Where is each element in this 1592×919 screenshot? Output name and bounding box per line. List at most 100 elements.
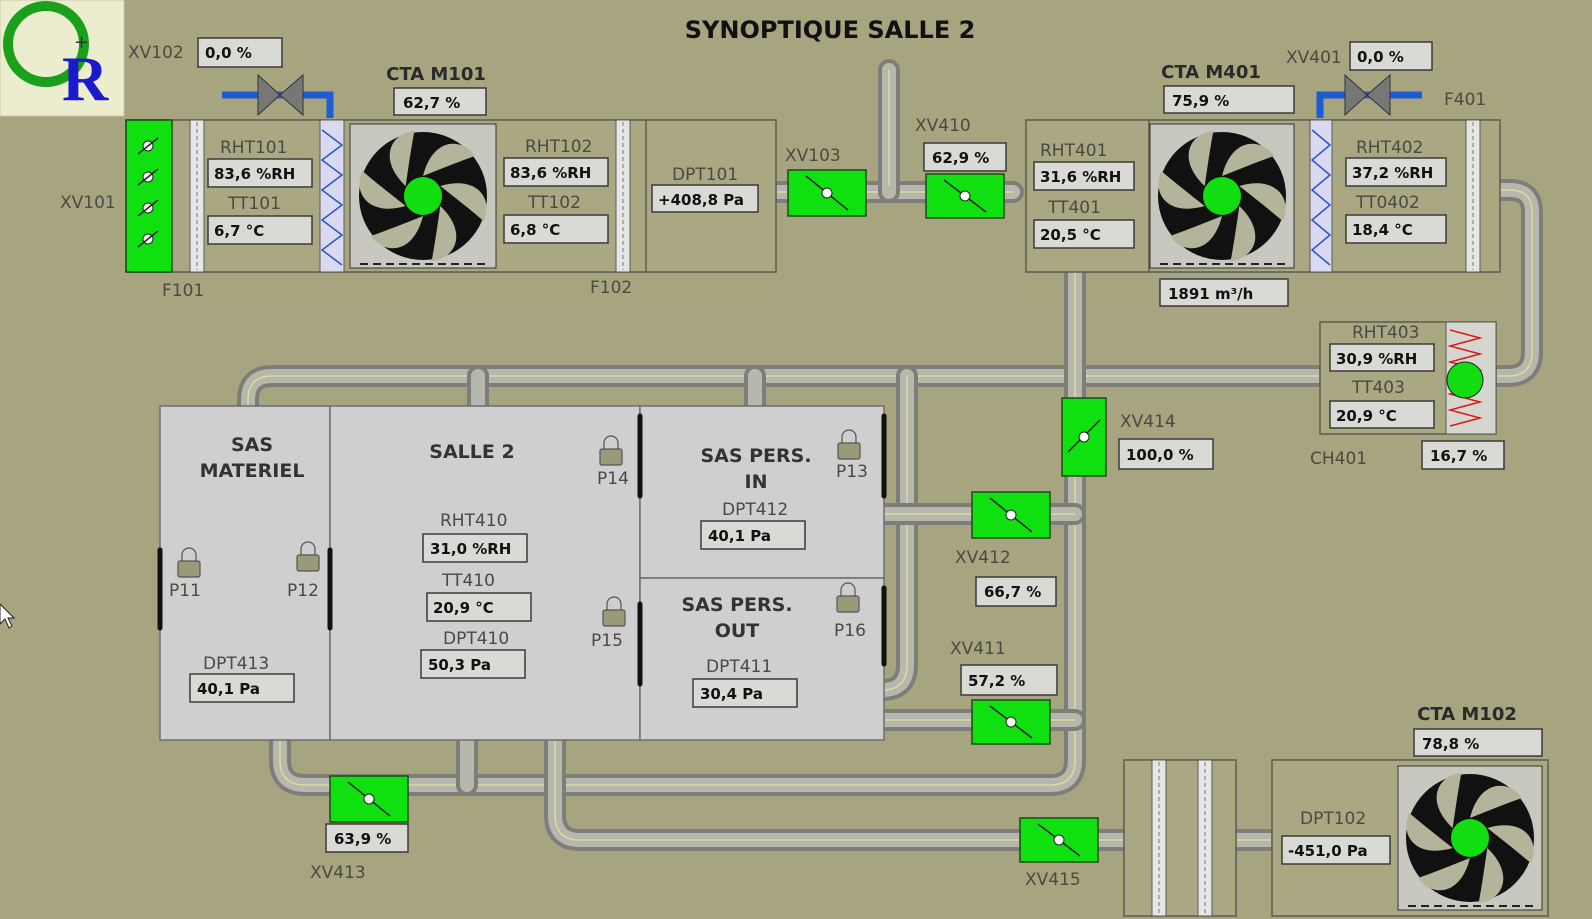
value-box-xv411	[960, 664, 1058, 696]
padlock-p16-icon	[836, 582, 860, 613]
damper-xv410[interactable]	[925, 173, 1005, 219]
valve-xv102[interactable]	[222, 73, 334, 118]
value-box-tt410	[426, 592, 532, 622]
label-p11: P11	[169, 581, 201, 601]
page-title: SYNOPTIQUE SALLE 2	[685, 16, 976, 44]
filter-f401	[1465, 119, 1481, 273]
value-box-dpt412	[700, 520, 806, 550]
label-p15: P15	[591, 631, 623, 651]
label-f102: F102	[590, 278, 632, 298]
label-f101: F101	[162, 281, 204, 301]
damper-xv103[interactable]	[787, 169, 867, 217]
value-box-cta-m401	[1163, 85, 1295, 114]
value-dpt413: 40,1 Pa	[197, 680, 260, 698]
label-p12: P12	[287, 581, 319, 601]
value-box-rht403	[1329, 343, 1435, 372]
value-box-rht101	[207, 158, 313, 188]
label-xv414: XV414	[1120, 412, 1176, 432]
filter-f102	[615, 119, 631, 273]
label-dpt411: DPT411	[706, 657, 772, 677]
label-tt401: TT401	[1047, 198, 1101, 218]
label-dpt101: DPT101	[672, 165, 738, 185]
value-box-tt102	[503, 214, 609, 244]
value-box-dpt411	[692, 678, 798, 708]
damper-xv411[interactable]	[971, 699, 1051, 745]
value-cta-m401: 75,9 %	[1172, 92, 1229, 110]
fan-m102-icon	[1397, 765, 1543, 911]
value-rht402: 37,2 %RH	[1352, 164, 1433, 182]
value-box-dpt413	[189, 673, 295, 703]
value-cta-m102: 78,8 %	[1422, 735, 1479, 753]
value-box-rht402	[1345, 157, 1447, 187]
room-sas-pers-out-label-1: SAS PERS.	[681, 594, 792, 616]
label-dpt102: DPT102	[1300, 809, 1366, 829]
value-box-rht102	[503, 157, 609, 187]
value-box-dpt410	[420, 649, 526, 679]
label-xv412: XV412	[955, 548, 1011, 568]
value-dpt410: 50,3 Pa	[428, 656, 491, 674]
value-box-m401-flow	[1159, 278, 1289, 307]
label-xv102: XV102	[128, 43, 184, 63]
value-rht101: 83,6 %RH	[214, 165, 295, 183]
company-logo: R +	[0, 0, 125, 117]
value-box-xv401	[1349, 41, 1433, 71]
ahu-m401	[1025, 119, 1501, 273]
label-rht402: RHT402	[1356, 138, 1423, 158]
label-xv413: XV413	[310, 863, 366, 883]
label-tt101: TT101	[227, 194, 281, 214]
label-dpt412: DPT412	[722, 500, 788, 520]
value-box-tt403	[1329, 400, 1435, 429]
label-rht102: RHT102	[525, 137, 592, 157]
padlock-p11-icon	[177, 547, 201, 578]
label-tt0402: TT0402	[1355, 193, 1420, 213]
room-salle-2-label: SALLE 2	[429, 441, 514, 463]
label-xv415: XV415	[1025, 870, 1081, 890]
room-sas-materiel-label-2: MATERIEL	[200, 460, 305, 482]
damper-xv101[interactable]	[125, 119, 173, 273]
room-sas-materiel-label-1: SAS	[231, 434, 273, 456]
value-rht102: 83,6 %RH	[510, 164, 591, 182]
label-xv101: XV101	[60, 193, 116, 213]
value-dpt101: +408,8 Pa	[658, 191, 744, 209]
cooling-coil-icon	[319, 119, 345, 273]
damper-xv412[interactable]	[971, 491, 1051, 539]
value-xv102: 0,0 %	[205, 44, 252, 62]
value-rht401: 31,6 %RH	[1040, 168, 1121, 186]
damper-xv413[interactable]	[329, 775, 409, 823]
damper-xv414[interactable]	[1061, 397, 1107, 477]
value-box-xv414	[1118, 438, 1214, 470]
padlock-p14-icon	[599, 435, 623, 466]
value-box-dpt101	[651, 184, 759, 213]
value-box-cta-m101	[393, 87, 487, 116]
value-box-dpt102	[1281, 835, 1391, 865]
value-tt101: 6,7 °C	[214, 222, 264, 240]
fan-m101-icon	[349, 123, 497, 269]
label-cta-m401: CTA M401	[1161, 62, 1261, 83]
value-xv412: 66,7 %	[984, 583, 1041, 601]
label-xv103: XV103	[785, 146, 841, 166]
room-sas-pers-in-label-2: IN	[745, 471, 768, 493]
value-tt410: 20,9 °C	[433, 599, 494, 617]
value-xv411: 57,2 %	[968, 672, 1025, 690]
ahu-m101	[125, 119, 777, 273]
value-box-ch401	[1421, 440, 1505, 470]
label-cta-m102: CTA M102	[1417, 704, 1517, 725]
label-rht101: RHT101	[220, 138, 287, 158]
label-rht401: RHT401	[1040, 141, 1107, 161]
label-f401: F401	[1444, 90, 1486, 110]
damper-xv415[interactable]	[1019, 817, 1099, 863]
value-box-xv412	[975, 576, 1057, 607]
label-dpt410: DPT410	[443, 629, 509, 649]
value-box-xv413	[325, 823, 409, 853]
value-rht410: 31,0 %RH	[430, 540, 511, 558]
label-xv411: XV411	[950, 639, 1006, 659]
valve-xv401[interactable]	[1316, 73, 1422, 118]
value-ch401: 16,7 %	[1430, 447, 1487, 465]
room-salle-2	[329, 405, 641, 741]
value-tt0402: 18,4 °C	[1352, 221, 1413, 239]
value-box-tt0402	[1345, 214, 1447, 244]
padlock-p15-icon	[602, 596, 626, 627]
value-box-cta-m102	[1413, 728, 1543, 757]
label-dpt413: DPT413	[203, 654, 269, 674]
